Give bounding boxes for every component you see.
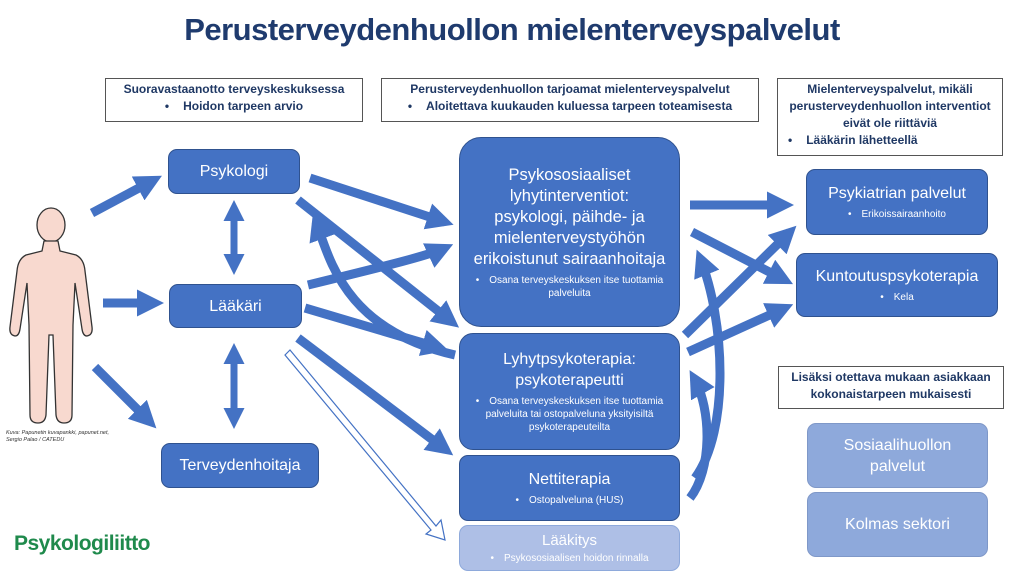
note-heading: Perusterveydenhuollon tarjoamat mielente… <box>410 82 730 96</box>
box-title: Nettiterapia <box>528 471 611 488</box>
psykologiliitto-logo: Psykologiliitto <box>14 532 151 555</box>
note-specialist-services: Mielenterveyspalvelut, mikäli perusterve… <box>777 78 1003 156</box>
person-icon <box>9 207 93 424</box>
arrow-psykologi-lyhytpsykoterapia <box>295 196 460 328</box>
arrow-psykologi-psykososiaaliset <box>308 173 454 230</box>
box-title: Lääkitys <box>541 531 598 549</box>
note-bullet: Aloitettava kuukauden kuluessa tarpeen t… <box>388 98 752 115</box>
note-bullet: Lääkärin lähetteellä <box>784 132 996 149</box>
box-terveydenhoitaja: Terveydenhoitaja <box>161 443 319 488</box>
box-psykologi: Psykologi <box>168 149 300 194</box>
note-primary-care-services: Perusterveydenhuollon tarjoamat mielente… <box>381 78 759 122</box>
box-label: Terveydenhoitaja <box>179 457 301 474</box>
box-title: Lyhytpsykoterapia: psykoterapeutti <box>503 351 636 389</box>
arrow-lyhytpsykoterapia-psykososiaaliset-left <box>309 213 456 360</box>
box-sosiaalihuolto: Sosiaalihuollon palvelut <box>807 423 988 488</box>
box-note: Psykososiaalisen hoidon rinnalla <box>490 552 649 565</box>
box-note: Erikoissairaanhoito <box>848 208 947 221</box>
box-title: Kuntoutuspsykoterapia <box>815 268 979 285</box>
box-title: Psykiatrian palvelut <box>828 185 966 202</box>
image-credit: Kuva: Papunetin kuvapankki, papunet.net,… <box>6 430 110 443</box>
box-psykososiaaliset: Psykososiaaliset lyhytinterventiot: psyk… <box>459 137 680 327</box>
box-title: Psykososiaaliset lyhytinterventiot: psyk… <box>473 165 666 268</box>
arrow-laakari-lyhytpsykoterapia <box>303 303 449 356</box>
box-note: Osana terveyskeskuksen itse tuottamia pa… <box>474 395 665 434</box>
box-label: Lääkäri <box>209 297 262 315</box>
note-heading: Suoravastaanotto terveyskeskuksessa <box>123 82 345 96</box>
arrow-laakari-psykososiaaliset-curve <box>306 243 454 290</box>
box-laakari: Lääkäri <box>169 284 302 328</box>
arrow-lyhytpsykoterapia-psykiatria <box>681 225 797 339</box>
box-note: Osana terveyskeskuksen itse tuottamia pa… <box>472 274 667 300</box>
box-laakitys: Lääkitys Psykososiaalisen hoidon rinnall… <box>459 525 680 571</box>
box-title: Sosiaalihuollon palvelut <box>843 436 952 475</box>
note-direct-reception: Suoravastaanotto terveyskeskuksessa Hoid… <box>105 78 363 122</box>
note-bullet: Hoidon tarpeen arvio <box>112 98 356 115</box>
box-nettiterapia: Nettiterapia Ostopalveluna (HUS) <box>459 455 680 521</box>
box-kuntoutuspsykoterapia: Kuntoutuspsykoterapia Kela <box>796 253 998 317</box>
arrow-nettiterapia-psykososiaaliset <box>691 249 725 481</box>
arrow-person-terveydenhoitaja <box>91 363 157 429</box>
arrow-psykososiaaliset-kuntoutus <box>689 228 793 285</box>
note-heading: Mielenterveyspalvelut, mikäli perusterve… <box>789 82 991 130</box>
box-lyhytpsykoterapia: Lyhytpsykoterapia: psykoterapeutti Osana… <box>459 333 680 450</box>
box-title: Kolmas sektori <box>845 516 950 533</box>
arrow-lyhytpsykoterapia-kuntoutus <box>686 303 794 357</box>
box-kolmas-sektori: Kolmas sektori <box>807 492 988 557</box>
box-note: Kela <box>880 291 914 304</box>
note-heading: Lisäksi otettava mukaan asiakkaan kokona… <box>791 370 991 401</box>
arrow-person-psykologi <box>89 175 162 217</box>
arrow-laakari-nettiterapia <box>295 334 454 456</box>
box-label: Psykologi <box>199 163 269 180</box>
note-additional: Lisäksi otettava mukaan asiakkaan kokona… <box>778 366 1004 409</box>
box-note: Ostopalveluna (HUS) <box>516 494 623 507</box>
box-psykiatria: Psykiatrian palvelut Erikoissairaanhoito <box>806 169 988 235</box>
arrow-nettiterapia-lyhytpsykoterapia <box>686 370 715 501</box>
page-title: Perusterveydenhuollon mielenterveyspalve… <box>184 12 840 47</box>
